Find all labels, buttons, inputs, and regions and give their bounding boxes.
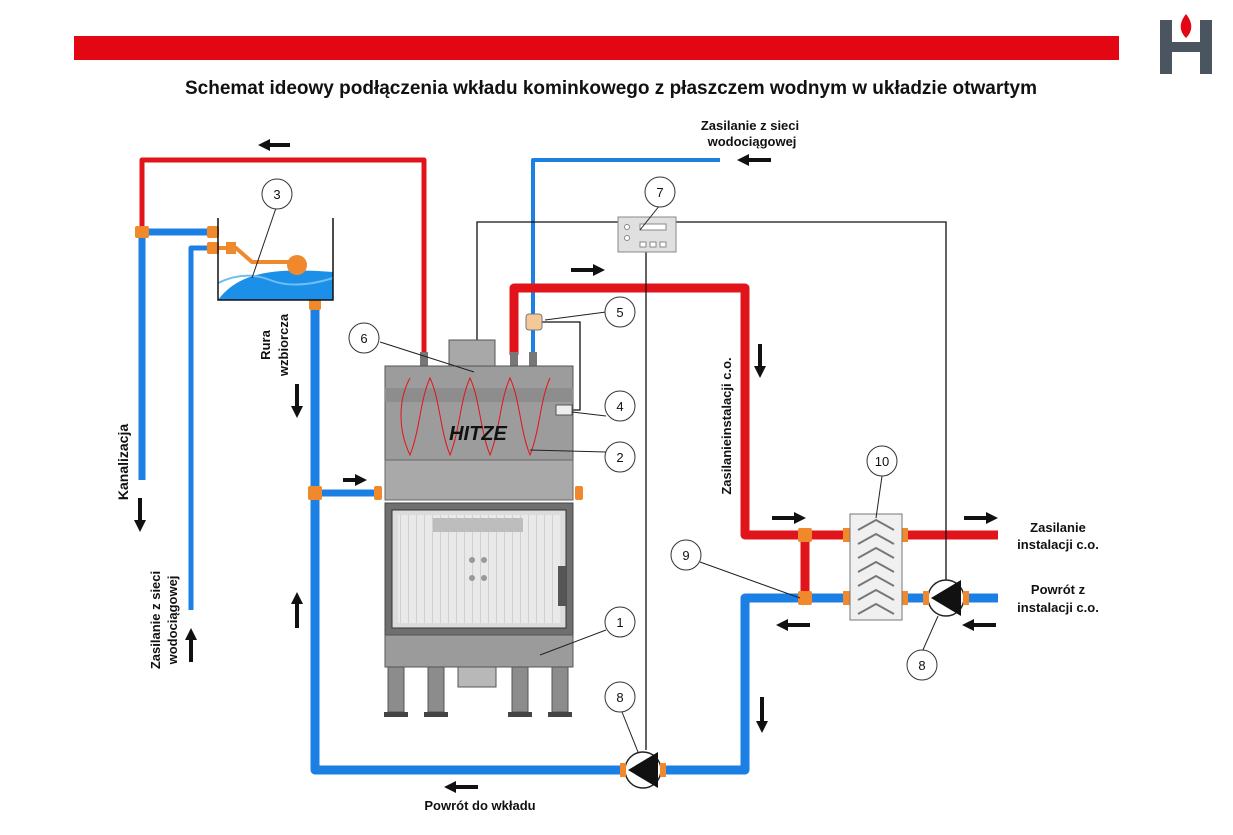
svg-text:8: 8: [616, 690, 623, 705]
thermal-valve-icon: [525, 313, 543, 331]
callout-2: 2: [604, 441, 636, 473]
arrow-icon: [258, 139, 290, 151]
circulation-pump-bottom: [620, 751, 666, 789]
arrow-icon: [737, 154, 771, 166]
fittings: [135, 226, 908, 605]
callout-7: 7: [644, 176, 676, 208]
callout-leaders: [251, 204, 939, 753]
arrow-icon: [134, 498, 146, 532]
arrow-icon: [291, 592, 303, 628]
arrow-icon: [343, 474, 367, 486]
pipes: [138, 157, 998, 775]
svg-text:3: 3: [273, 187, 280, 202]
arrow-icon: [776, 619, 810, 631]
svg-text:5: 5: [616, 305, 623, 320]
flow-arrows: [134, 139, 998, 793]
label-supply-mains-left: Zasilanie z sieci: [148, 571, 163, 669]
svg-text:4: 4: [616, 399, 623, 414]
callout-5: 5: [604, 296, 636, 328]
callout-8-bottom: 8: [604, 681, 636, 713]
callout-1: 1: [604, 606, 636, 638]
heat-coil: [400, 376, 551, 457]
label-supply-ch-vertical: Zasilanieinstalacji c.o.: [719, 357, 734, 494]
arrow-icon: [756, 697, 768, 733]
label-overflow-pipe-2: wzbiorcza: [276, 313, 291, 377]
arrow-icon: [291, 384, 303, 418]
mains-supply-left-pipe: [188, 245, 213, 610]
insert-brand-text: HITZE: [449, 423, 507, 445]
arrow-icon: [185, 628, 197, 662]
flame-icon: [1180, 14, 1192, 38]
label-return-ch-2: instalacji c.o.: [1017, 600, 1099, 615]
controller-icon: [617, 216, 677, 253]
svg-text:6: 6: [360, 331, 367, 346]
svg-text:7: 7: [656, 185, 663, 200]
expansion-tank: [217, 218, 334, 301]
label-supply-ch: Zasilanie: [1030, 520, 1086, 535]
circulation-pump-right: [923, 579, 969, 617]
return-pipe: [660, 593, 925, 775]
svg-text:9: 9: [682, 548, 689, 563]
label-supply-mains-left-2: wodociągowej: [165, 576, 180, 666]
callout-9: 9: [670, 539, 702, 571]
hot-vent-pipe: [139, 157, 427, 355]
arrow-icon: [962, 619, 996, 631]
hot-supply-pipe: [509, 283, 998, 540]
label-supply-mains-top: Zasilanie z sieci: [701, 118, 799, 133]
brand-logo: [1160, 14, 1212, 74]
arrow-icon: [964, 512, 998, 524]
arrow-icon: [571, 264, 605, 276]
label-supply-mains-top-2: wodociągowej: [707, 134, 797, 149]
callout-6: 6: [348, 322, 380, 354]
labels: Zasilanie z sieci wodociągowej Rura wzbi…: [115, 118, 1099, 813]
callout-4: 4: [604, 390, 636, 422]
header-red-bar: [74, 36, 1119, 60]
arrow-icon: [772, 512, 806, 524]
callout-3: 3: [261, 178, 293, 210]
label-sewer: Kanalizacja: [115, 424, 131, 500]
svg-text:1: 1: [616, 615, 623, 630]
callout-8-right: 8: [906, 649, 938, 681]
label-supply-ch-2: instalacji c.o.: [1017, 537, 1099, 552]
arrow-icon: [444, 781, 478, 793]
expansion-pipe: [310, 300, 640, 775]
label-return-to-insert: Powrót do wkładu: [424, 798, 535, 813]
svg-text:10: 10: [875, 454, 889, 469]
control-wires: [476, 221, 947, 750]
fireplace-insert: HITZE: [384, 339, 574, 717]
svg-text:8: 8: [918, 658, 925, 673]
label-return-ch: Powrót z: [1031, 582, 1086, 597]
heat-exchanger-icon: [849, 513, 903, 621]
callout-10: 10: [866, 445, 898, 477]
label-overflow-pipe: Rura: [258, 329, 273, 359]
page-title: Schemat ideowy podłączenia wkładu komink…: [185, 78, 1037, 99]
svg-text:2: 2: [616, 450, 623, 465]
callouts: 3 6 5 4 2 7 1 8 9 10 8: [261, 176, 938, 713]
arrow-icon: [754, 344, 766, 378]
